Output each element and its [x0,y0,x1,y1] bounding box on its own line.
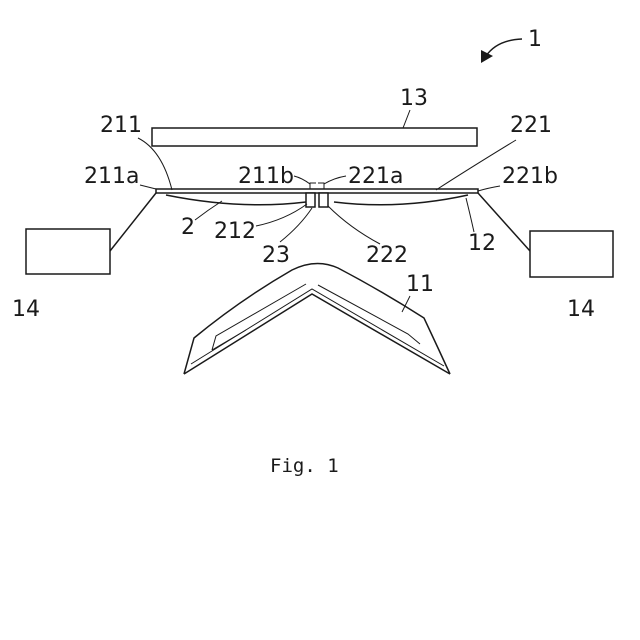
label-left-end: 211a [84,164,139,189]
lower-arc-layer [166,195,468,205]
label-right-inner-end: 221a [348,164,403,189]
label-shell: 11 [406,272,434,297]
label-right-end: 221b [502,164,558,189]
leader-left-inner-end [294,176,310,184]
device-arrow-head [481,50,493,63]
joint-right-block [319,193,328,207]
leader-shell [402,296,410,312]
leader-right-lower [328,206,380,244]
label-plate: 13 [400,86,428,111]
leader-joint [280,208,312,242]
label-right-box: 14 [567,297,595,322]
leader-left-end [140,185,156,189]
label-right-lower: 222 [366,243,408,268]
leader-right-end [478,186,500,191]
figure-caption: Fig. 1 [270,455,339,477]
right-box-14 [530,231,613,277]
label-device: 1 [528,27,542,52]
label-left-box: 14 [12,297,40,322]
joint-left-block [306,193,315,207]
left-box-14 [26,229,110,274]
joint-top-tabs [310,183,324,189]
label-left-layer: 211 [100,113,142,138]
label-joint: 23 [262,243,290,268]
label-wire: 12 [468,231,496,256]
leader-membrane [195,201,222,220]
label-membrane: 2 [181,215,195,240]
device-arrow [486,39,522,56]
label-left-inner-end: 211b [238,164,294,189]
label-left-lower: 212 [214,219,256,244]
leader-left-lower [256,204,307,226]
leader-wire [466,198,474,232]
upper-layer [156,189,478,193]
plate-13 [152,128,477,146]
label-right-layer: 221 [510,113,552,138]
leader-right-inner-end [324,176,346,184]
wire-left [110,193,156,251]
leader-plate [403,110,410,128]
